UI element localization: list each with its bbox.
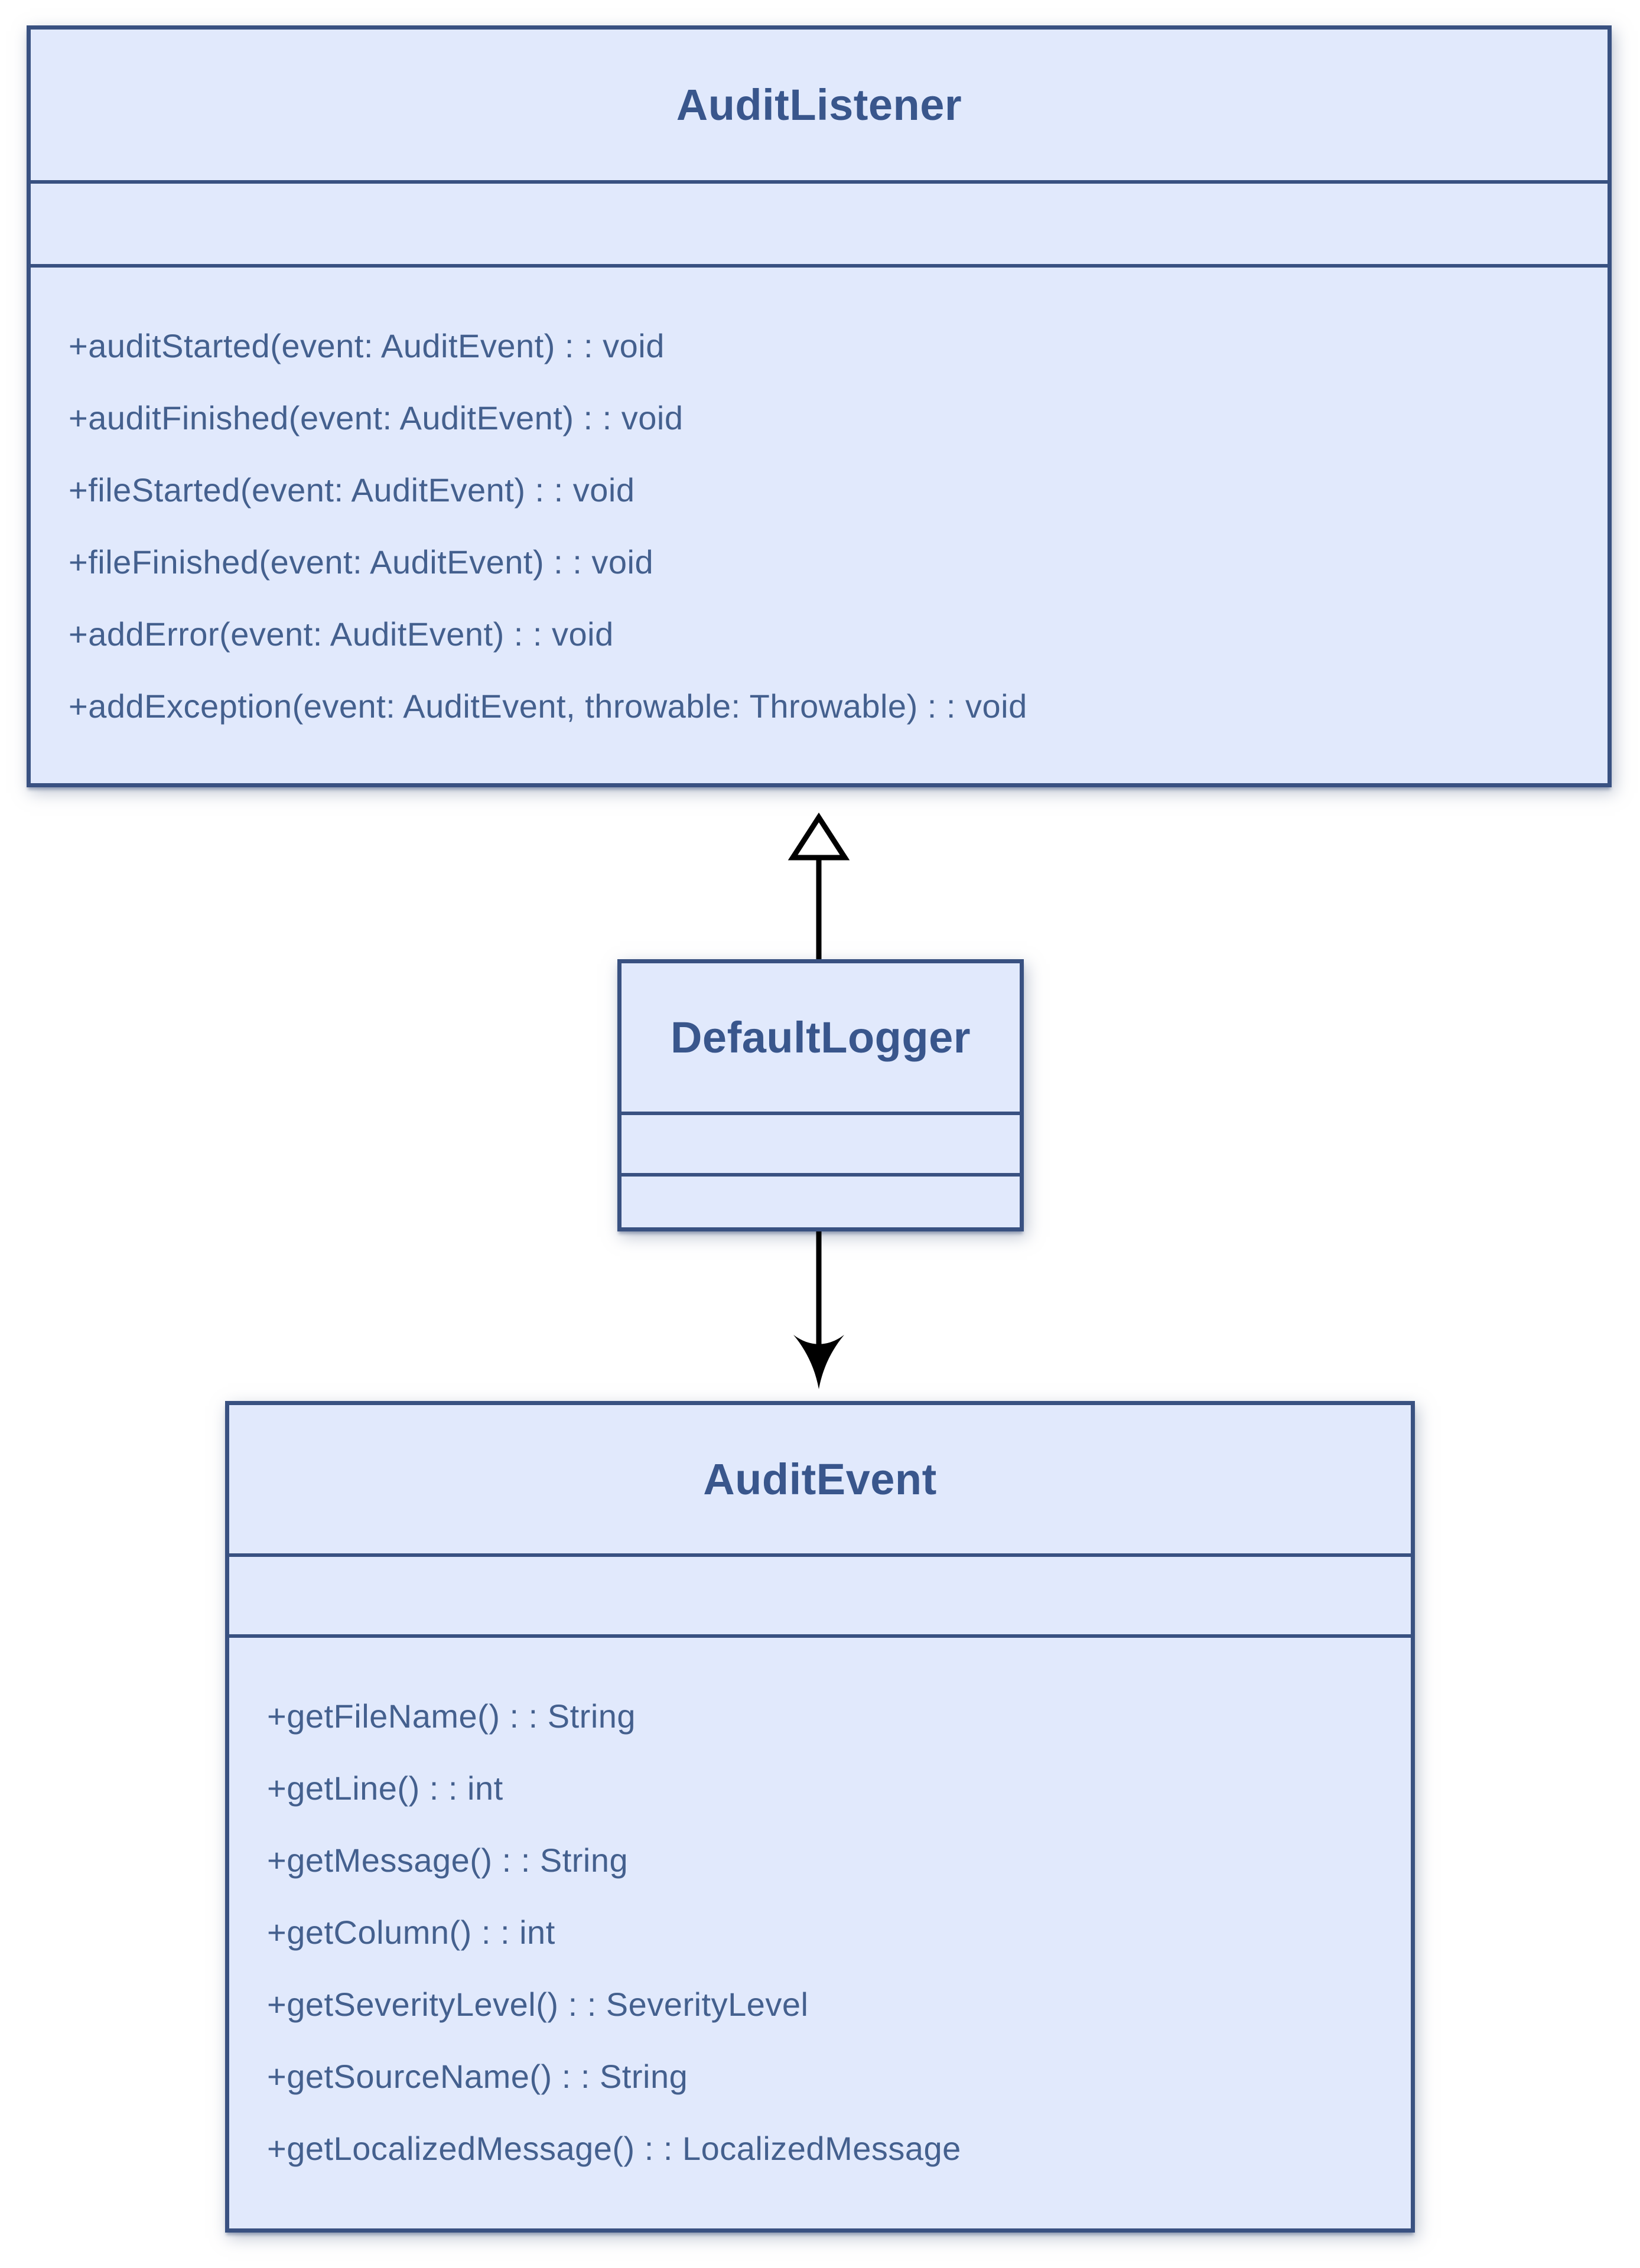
association-arrow: [793, 1231, 844, 1389]
class-box-auditevent[interactable]: AuditEvent +getFileName() : : String +ge…: [225, 1401, 1415, 2233]
method-row: +getFileName() : : String: [267, 1697, 636, 1735]
methods-compartment: +auditStarted(event: AuditEvent) : : voi…: [31, 264, 1608, 783]
class-name-label: AuditEvent: [703, 1455, 937, 1504]
class-title: AuditListener: [31, 30, 1608, 180]
method-row: +addException(event: AuditEvent, throwab…: [69, 687, 1027, 725]
methods-compartment: [621, 1173, 1020, 1227]
method-row: +getSeverityLevel() : : SeverityLevel: [267, 1986, 809, 2023]
method-row: +fileStarted(event: AuditEvent) : : void: [69, 471, 635, 509]
hollow-triangle-arrowhead-icon: [788, 812, 850, 861]
class-name-label: DefaultLogger: [670, 1013, 971, 1062]
method-row: +getLocalizedMessage() : : LocalizedMess…: [267, 2130, 961, 2167]
method-row: +getColumn() : : int: [267, 1914, 555, 1951]
attributes-compartment: [621, 1112, 1020, 1173]
method-row: +auditStarted(event: AuditEvent) : : voi…: [69, 327, 665, 364]
method-row: +auditFinished(event: AuditEvent) : : vo…: [69, 399, 684, 436]
class-title: DefaultLogger: [621, 963, 1020, 1112]
method-row: +getMessage() : : String: [267, 1842, 629, 1879]
method-row: +getSourceName() : : String: [267, 2058, 688, 2095]
methods-compartment: +getFileName() : : String +getLine() : :…: [229, 1634, 1411, 2228]
stealth-arrowhead-icon: [793, 1335, 844, 1389]
class-box-auditlistener[interactable]: AuditListener +auditStarted(event: Audit…: [27, 25, 1612, 787]
method-row: +addError(event: AuditEvent) : : void: [69, 615, 614, 653]
class-box-defaultlogger[interactable]: DefaultLogger: [617, 959, 1024, 1231]
attributes-compartment: [229, 1553, 1411, 1634]
class-title: AuditEvent: [229, 1405, 1411, 1553]
realization-arrow: [788, 812, 850, 959]
method-row: +fileFinished(event: AuditEvent) : : voi…: [69, 543, 654, 581]
method-row: +getLine() : : int: [267, 1770, 503, 1807]
class-name-label: AuditListener: [676, 80, 962, 129]
attributes-compartment: [31, 180, 1608, 264]
